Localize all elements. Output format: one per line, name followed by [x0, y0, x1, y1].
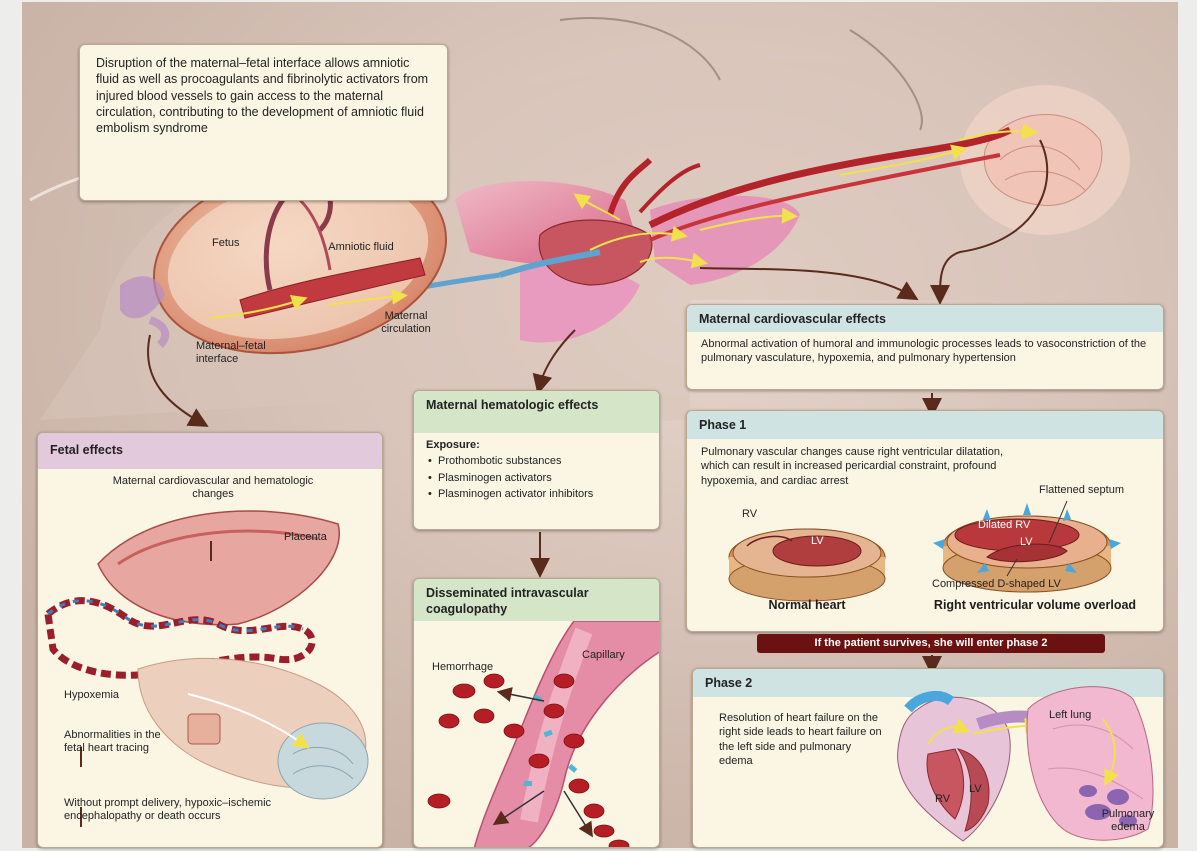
overload-lv-label: LV	[1020, 536, 1033, 549]
rv-overload-label: Right ventricular volume overload	[925, 598, 1145, 613]
phase2-lv-label: LV	[969, 783, 982, 796]
intro-text: Disruption of the maternal–fetal interfa…	[96, 56, 428, 135]
flattened-septum-label: Flattened septum	[1039, 484, 1124, 497]
exposure-item: Plasminogen activator inhibitors	[426, 487, 647, 501]
compressed-lv-label: Compressed D-shaped LV	[932, 578, 1061, 591]
amniotic-fluid-label: Amniotic fluid	[326, 241, 396, 254]
fetal-outcome-label: Without prompt delivery, hypoxic–ischemi…	[64, 797, 334, 823]
left-lung-label: Left lung	[1049, 709, 1091, 722]
hematologic-effects-header: Maternal hematologic effects	[414, 391, 659, 433]
fetal-effects-header: Fetal effects	[38, 433, 382, 469]
normal-rv-label: RV	[742, 508, 757, 521]
dilated-rv-label: Dilated RV	[978, 519, 1030, 532]
exposure-item: Prothombotic substances	[426, 454, 647, 468]
survive-banner: If the patient survives, she will enter …	[757, 634, 1105, 653]
fetal-changes-label: Maternal cardiovascular and hematologic …	[108, 475, 318, 501]
dic-header: Disseminated intravascular coagulopathy	[414, 579, 659, 621]
maternal-fetal-interface-label: Maternal–fetal interface	[196, 340, 286, 366]
cardiovascular-effects-text: Abnormal activation of humoral and immun…	[687, 332, 1163, 371]
hypoxemia-label: Hypoxemia	[64, 689, 119, 702]
phase1-panel: Phase 1 Pulmonary vascular changes cause…	[686, 410, 1164, 632]
capillary-label: Capillary	[582, 649, 625, 662]
hematologic-effects-panel: Maternal hematologic effects Exposure: P…	[413, 390, 660, 530]
pulmonary-edema-label: Pulmonary edema	[1095, 808, 1161, 834]
maternal-circulation-label: Maternal circulation	[366, 310, 446, 336]
normal-heart-label: Normal heart	[742, 598, 872, 613]
phase2-heart-lung-illustration	[693, 669, 1164, 848]
fetal-illustration	[38, 469, 383, 848]
phase2-panel: Phase 2 Resolution of heart failure on t…	[692, 668, 1164, 848]
hemorrhage-label: Hemorrhage	[432, 661, 493, 674]
fetus-label: Fetus	[212, 237, 240, 250]
cardiovascular-effects-header: Maternal cardiovascular effects	[687, 305, 1163, 332]
exposure-item: Plasminogen activators	[426, 471, 647, 485]
cardiovascular-effects-panel: Maternal cardiovascular effects Abnormal…	[686, 304, 1164, 390]
exposure-list: Prothombotic substances Plasminogen acti…	[426, 454, 647, 501]
normal-lv-label: LV	[811, 535, 824, 548]
intro-box: Disruption of the maternal–fetal interfa…	[79, 44, 448, 201]
dic-panel: Disseminated intravascular coagulopathy	[413, 578, 660, 848]
placenta-label: Placenta	[284, 531, 327, 544]
fetal-effects-panel: Fetal effects Maternal cardiovascular an…	[37, 432, 383, 848]
abnormalities-label: Abnormalities in the fetal heart tracing	[64, 729, 174, 755]
exposure-label: Exposure:	[426, 438, 647, 452]
phase2-rv-label: RV	[935, 793, 950, 806]
